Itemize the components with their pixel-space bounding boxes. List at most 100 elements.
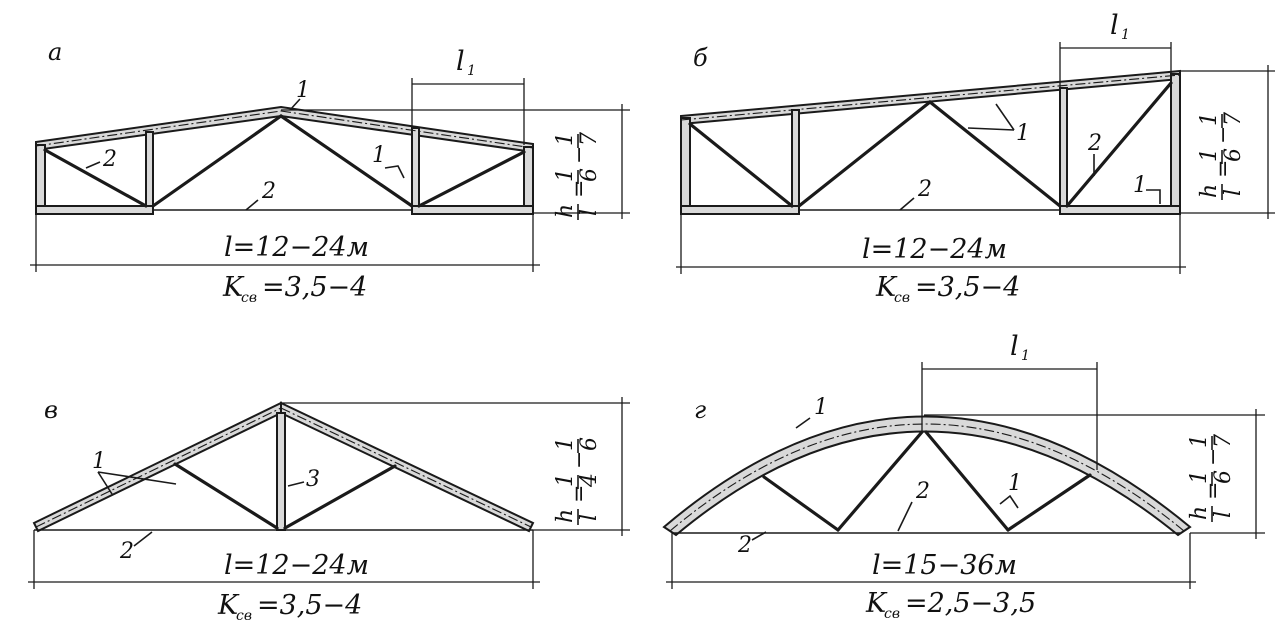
coefficient-value: =2,5−3,5 — [905, 588, 1036, 619]
top-chord — [35, 105, 534, 154]
leader-line — [289, 98, 301, 111]
diagonal — [924, 430, 1010, 532]
leader-line — [245, 199, 259, 211]
diagonal — [1006, 473, 1092, 532]
span-label: l=12−24м — [224, 550, 369, 581]
king-post — [276, 412, 286, 531]
svg-text:6: 6 — [1211, 470, 1236, 484]
member-label: 2 — [737, 533, 752, 558]
svg-text:h: h — [553, 509, 578, 523]
panel-label: в — [44, 396, 58, 424]
svg-text:h: h — [1187, 506, 1212, 520]
svg-text:l: l — [577, 514, 602, 521]
member-label: 2 — [102, 147, 117, 172]
svg-text:−: − — [567, 451, 592, 469]
coefficient-sub: св — [236, 608, 252, 624]
svg-text:7: 7 — [1221, 112, 1246, 126]
leader-line — [751, 531, 767, 541]
leader-line — [995, 103, 1015, 131]
coefficient-label: K — [217, 590, 240, 621]
axis-line — [35, 407, 282, 528]
coefficient-sub: св — [884, 606, 900, 622]
top-chord-left — [32, 401, 282, 533]
panel-length-sub: 1 — [1121, 27, 1130, 43]
height-ratio: h l = 1 6 − 1 7 — [1187, 434, 1236, 522]
svg-text:−: − — [1201, 448, 1226, 466]
coefficient-sub: св — [894, 290, 910, 306]
right-angle-mark — [1146, 189, 1161, 204]
height-ratio: h l = 1 4 − 1 6 — [553, 437, 602, 525]
coefficient-label: K — [865, 588, 888, 619]
panel-length-label: l — [1110, 10, 1119, 41]
panel-post-left — [791, 109, 800, 214]
diagram-b: б 1 2 2 1 l 1 h l = 1 6 − 1 7 — [676, 10, 1275, 306]
left-post — [35, 144, 46, 214]
top-chord — [680, 69, 1181, 126]
member-label: 3 — [306, 467, 320, 492]
leader-line — [133, 531, 153, 547]
svg-text:1: 1 — [553, 132, 578, 146]
svg-text:−: − — [1211, 126, 1236, 144]
diagonal — [797, 100, 932, 208]
coefficient-label: K — [875, 272, 898, 303]
svg-text:6: 6 — [577, 168, 602, 182]
svg-text:1: 1 — [553, 437, 578, 451]
member-label: 1 — [372, 143, 386, 168]
axis-line — [280, 110, 534, 149]
leader-line — [967, 127, 1015, 131]
diagonal — [417, 150, 526, 208]
svg-text:1: 1 — [1197, 148, 1222, 162]
bottom-chord-right — [1059, 205, 1181, 215]
panel-post-right — [1059, 87, 1068, 214]
leader-line — [897, 501, 913, 532]
svg-text:1: 1 — [553, 473, 578, 487]
panel-post-left — [145, 131, 154, 214]
panel-label: б — [693, 44, 708, 72]
diagonal — [1065, 81, 1173, 208]
panel-length-label: l — [1010, 331, 1019, 362]
coefficient-sub: св — [241, 290, 257, 306]
svg-text:1: 1 — [1187, 434, 1212, 448]
svg-text:l: l — [577, 209, 602, 216]
bottom-chord-right — [411, 205, 534, 215]
svg-text:−: − — [567, 146, 592, 164]
coefficient-value: =3,5−4 — [915, 272, 1020, 303]
diagonal — [928, 100, 1062, 208]
strut — [283, 464, 397, 530]
axis-line — [35, 110, 282, 147]
member-label: 2 — [119, 539, 134, 564]
member-label: 1 — [1008, 471, 1022, 496]
diagonal — [836, 430, 924, 532]
height-ratio: h l = 1 6 − 1 7 — [553, 132, 602, 220]
diagonal — [279, 114, 414, 208]
svg-text:1: 1 — [1187, 470, 1212, 484]
arched-top-chord — [662, 415, 1192, 537]
diagonal — [151, 114, 283, 208]
panel-length-sub: 1 — [467, 63, 476, 79]
right-angle-mark — [999, 494, 1019, 509]
diagram-a: а 1 2 2 1 l 1 h l = 1 6 − 1 7 — [30, 38, 630, 306]
svg-text:l: l — [1211, 511, 1236, 518]
leader-line — [899, 197, 915, 211]
member-label: 2 — [1087, 131, 1102, 156]
right-post — [523, 146, 534, 214]
bottom-chord-left — [680, 205, 800, 215]
svg-text:h: h — [1197, 184, 1222, 198]
leader-line — [97, 471, 177, 485]
svg-text:=: = — [1211, 160, 1236, 178]
panel-label: г — [694, 396, 706, 424]
strut — [173, 462, 279, 530]
member-label: 1 — [92, 449, 106, 474]
axis-line — [680, 74, 1181, 121]
bottom-chord-left — [35, 205, 154, 215]
svg-text:=: = — [1201, 482, 1226, 500]
top-chord-right — [280, 401, 535, 533]
leader-line — [85, 161, 101, 169]
leader-line — [287, 481, 305, 487]
right-post — [1170, 73, 1181, 214]
diagonal — [688, 122, 794, 208]
height-ratio: h l = 1 6 − 1 7 — [1197, 112, 1246, 200]
svg-text:6: 6 — [1221, 148, 1246, 162]
axis-line — [280, 407, 532, 528]
